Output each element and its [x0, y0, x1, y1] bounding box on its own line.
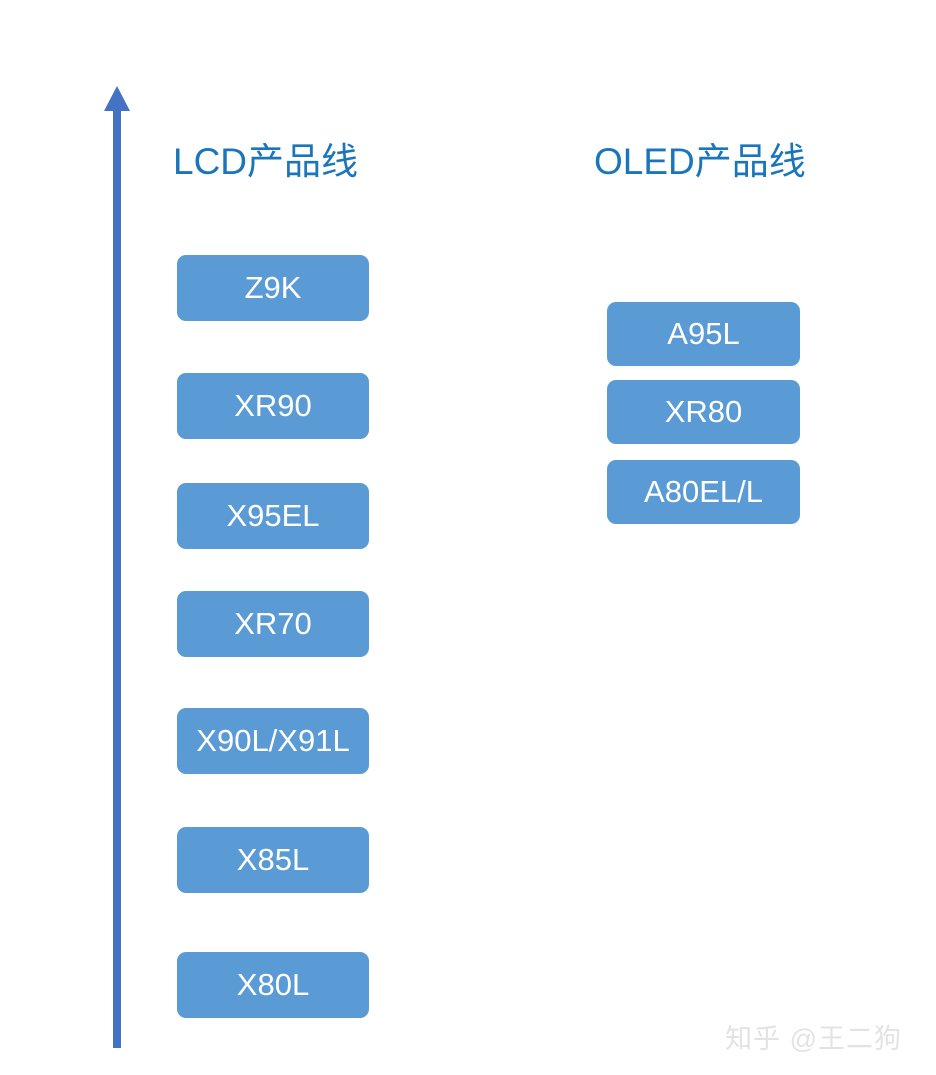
oled-column-heading: OLED产品线 [594, 141, 806, 182]
product-box-a95l[interactable]: A95L [607, 302, 800, 366]
lcd-column-heading: LCD产品线 [173, 141, 359, 182]
product-box-x95el[interactable]: X95EL [177, 483, 369, 549]
arrow-glyph [104, 86, 130, 1048]
product-box-xr90[interactable]: XR90 [177, 373, 369, 439]
product-box-z9k[interactable]: Z9K [177, 255, 369, 321]
product-box-x85l[interactable]: X85L [177, 827, 369, 893]
upward-tier-arrow [100, 84, 134, 1048]
product-box-xr70[interactable]: XR70 [177, 591, 369, 657]
product-box-x90l-x91l[interactable]: X90L/X91L [177, 708, 369, 774]
product-box-xr80[interactable]: XR80 [607, 380, 800, 444]
product-box-a80el-l[interactable]: A80EL/L [607, 460, 800, 524]
watermark: 知乎 @王二狗 [725, 1024, 902, 1054]
product-box-x80l[interactable]: X80L [177, 952, 369, 1018]
